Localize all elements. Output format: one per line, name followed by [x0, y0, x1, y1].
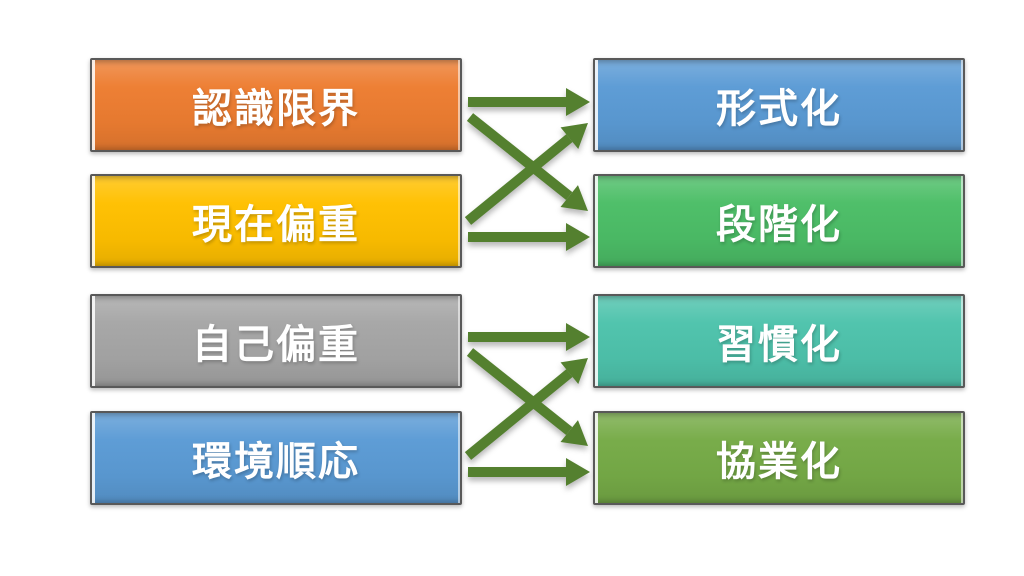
arrow-shaft: [464, 134, 573, 225]
left-box-3: 自己偏重: [90, 294, 462, 388]
left-box-label: 認識限界: [192, 87, 360, 131]
right-box-1: 形式化: [593, 58, 965, 152]
left-box-4: 環境順応: [90, 411, 462, 505]
right-box-label: 段階化: [716, 203, 842, 247]
left-box-label: 自己偏重: [192, 323, 360, 367]
arrow-shaft: [466, 348, 573, 435]
right-box-label: 習慣化: [716, 323, 842, 367]
right-box-2: 段階化: [593, 174, 965, 268]
right-box-label: 形式化: [716, 87, 842, 131]
arrow-group-1: [464, 88, 590, 251]
arrow-head: [566, 223, 590, 251]
arrow-head: [560, 123, 588, 150]
left-box-1: 認識限界: [90, 58, 462, 152]
arrow-head: [560, 420, 588, 446]
arrow-head: [560, 185, 588, 211]
arrow-head: [566, 323, 590, 351]
left-box-2: 現在偏重: [90, 174, 462, 268]
arrow-group-2: [464, 323, 590, 486]
right-box-4: 協業化: [593, 411, 965, 505]
arrow-shaft: [464, 369, 573, 460]
arrow-head: [566, 458, 590, 486]
left-box-label: 現在偏重: [192, 203, 360, 247]
left-box-label: 環境順応: [192, 440, 360, 484]
arrow-head: [560, 358, 588, 385]
arrow-head: [566, 88, 590, 116]
right-box-label: 協業化: [716, 440, 842, 484]
arrow-shaft: [466, 113, 573, 200]
right-box-3: 習慣化: [593, 294, 965, 388]
